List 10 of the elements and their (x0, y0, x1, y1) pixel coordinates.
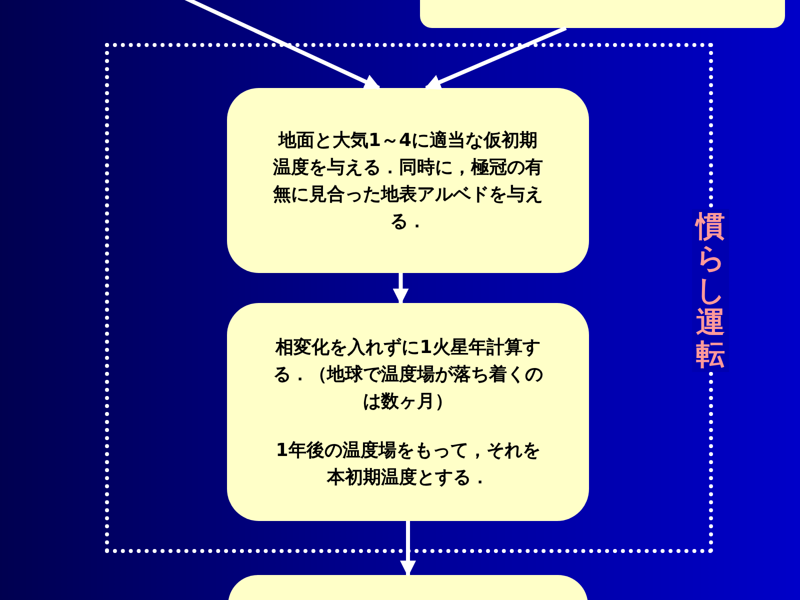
box-text: 1年後の温度場をもって，それを本初期温度とする． (274, 438, 542, 490)
arrow (424, 26, 567, 90)
arrow (184, 0, 380, 90)
group-title: 慣らし運転 (692, 209, 729, 372)
box-text: 相変化を入れずに1火星年計算する．（地球で温度場が落ち着くのは数ヶ月） (272, 336, 544, 414)
process-box (227, 88, 589, 273)
process-box (227, 303, 589, 521)
box-text: 地面と大気1～4に適当な仮初期温度を与える．同時に，極冠の有無に見合った地表アルベドを与える． (272, 128, 544, 234)
arrow (392, 273, 409, 305)
arrow (400, 521, 416, 577)
